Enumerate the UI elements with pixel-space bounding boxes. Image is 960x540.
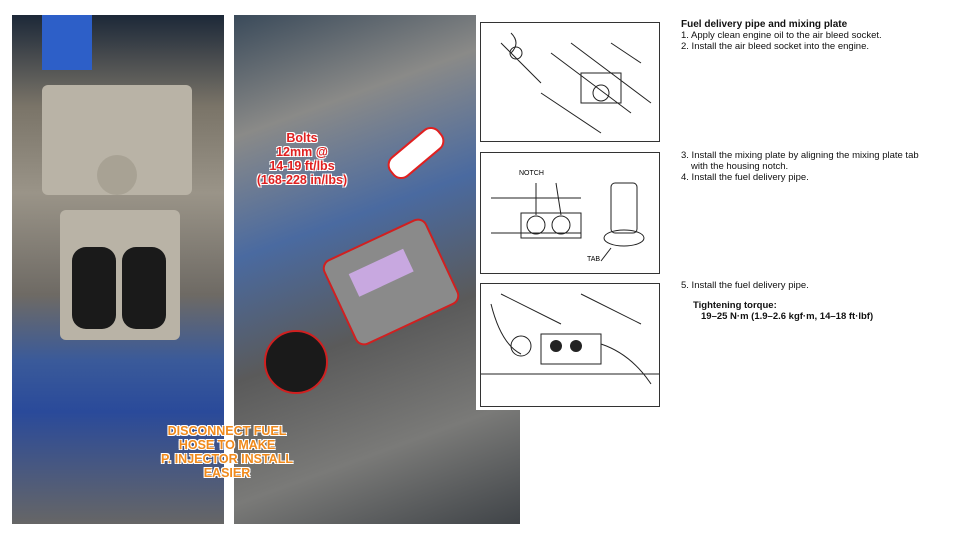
diagram-mixing-plate-notch: NOTCH TAB <box>480 152 660 274</box>
step-2: 2. Install the air bleed socket into the… <box>681 41 870 52</box>
disconnect-hose-callout: DISCONNECT FUEL HOSE TO MAKE P. INJECTOR… <box>152 424 302 480</box>
callout-line: P. INJECTOR INSTALL <box>161 452 293 466</box>
manual-section-2: 3. Install the mixing plate by aligning … <box>681 150 919 183</box>
diagram-fuel-delivery-pipe <box>480 283 660 407</box>
manual-section-1: Fuel delivery pipe and mixing plate 1. A… <box>681 19 882 52</box>
torque-value: 19–25 N·m (1.9–2.6 kgf·m, 14–18 ft·lbf) <box>701 311 874 322</box>
housing-boss <box>97 155 137 195</box>
callout-line: 14-19 ft/lbs <box>269 159 335 173</box>
pressure-regulator <box>264 330 328 394</box>
callout-line: (168-228 in/lbs) <box>256 173 348 187</box>
step-3: 3. Install the mixing plate by aligning … <box>681 150 919 161</box>
step-1: 1. Apply clean engine oil to the air ble… <box>681 30 882 41</box>
diagram-air-bleed-socket <box>480 22 660 142</box>
callout-line: 12mm @ <box>276 145 328 159</box>
bolt-icon <box>383 122 449 184</box>
callout-line: EASIER <box>203 466 251 480</box>
manual-title: Fuel delivery pipe and mixing plate <box>681 19 848 30</box>
callout-line: HOSE TO MAKE <box>178 438 276 452</box>
manual-section-3: 5. Install the fuel delivery pipe. Tight… <box>681 280 873 322</box>
blue-tape <box>42 15 92 70</box>
engine-photo-left <box>12 15 224 524</box>
callout-line: DISCONNECT FUEL <box>167 424 287 438</box>
engine-photo-center <box>234 15 520 524</box>
notch-label: NOTCH <box>519 170 544 177</box>
intake-port <box>122 247 166 329</box>
step-4: 4. Install the fuel delivery pipe. <box>681 172 809 183</box>
callout-line: Bolts <box>286 131 318 145</box>
fuel-delivery-pipe-outline <box>319 215 463 349</box>
intake-port <box>72 247 116 329</box>
step-5: 5. Install the fuel delivery pipe. <box>681 280 809 291</box>
step-3-cont: with the housing notch. <box>691 161 789 172</box>
tab-label: TAB <box>587 256 601 263</box>
bolts-torque-callout: Bolts 12mm @ 14-19 ft/lbs (168-228 in/lb… <box>256 131 348 187</box>
mixing-plate <box>348 248 414 297</box>
manual-diagrams: NOTCH TAB <box>476 15 662 410</box>
torque-label: Tightening torque: <box>693 300 777 311</box>
